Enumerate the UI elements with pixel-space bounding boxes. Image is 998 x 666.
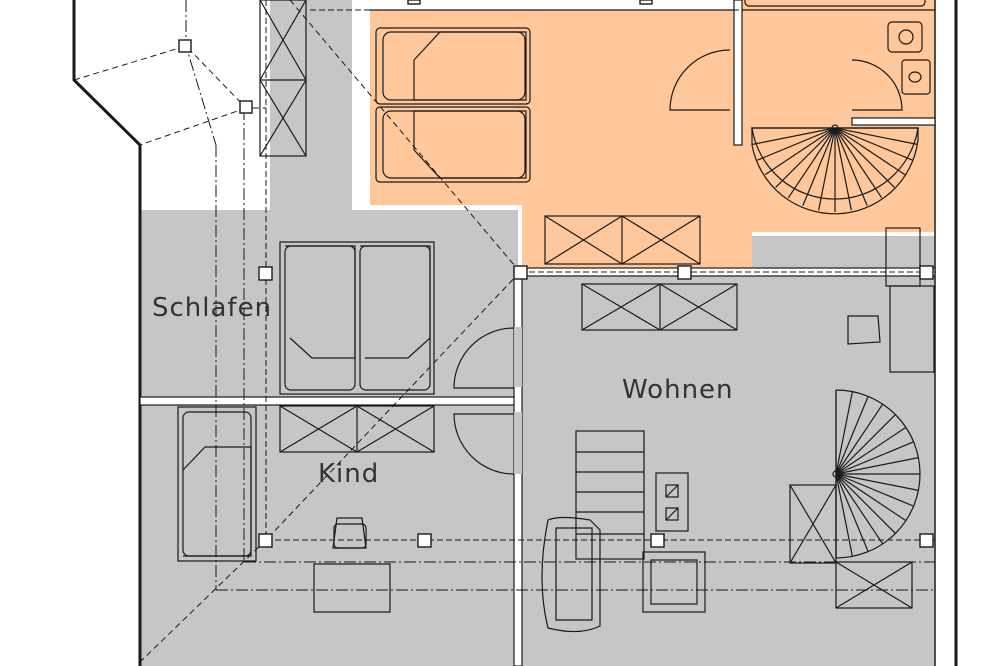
stair-tread (834, 127, 895, 188)
stair-tread (835, 473, 853, 557)
double-bed-orange (375, 27, 531, 183)
stair-tread (835, 403, 884, 475)
spiral-stair-upper (751, 124, 919, 215)
wall-bedroom-stair (733, 0, 743, 146)
stair-tread (835, 426, 907, 475)
bathtub-top (744, 0, 926, 7)
stair-tread (835, 396, 869, 475)
gray-areas (140, 0, 935, 666)
room-label-schlafen: Schlafen (152, 293, 272, 323)
gray-area-main (140, 0, 935, 666)
stair-tread (834, 127, 906, 176)
wall-bath-bottom (851, 117, 936, 126)
small-chair-wohnen (847, 315, 881, 345)
orange-area-bedroom (370, 10, 752, 268)
room-label-kind: Kind (318, 459, 379, 489)
sink (901, 59, 931, 95)
wardrobe-orange (544, 215, 701, 265)
stair-tread (834, 127, 852, 211)
table-wohnen (642, 551, 706, 613)
room-label-wohnen: Wohnen (622, 375, 734, 405)
stair-tread (775, 127, 836, 188)
outer-walls (72, 0, 958, 666)
stair-tread (835, 473, 884, 545)
straight-stair (575, 430, 645, 560)
stair-tread (757, 127, 836, 161)
shelf-wohnen (885, 227, 935, 373)
bath-fixtures (744, 0, 931, 95)
stair-tread (787, 127, 836, 199)
stair-tread (835, 441, 914, 475)
desk-kind (313, 517, 391, 613)
stair-tread (835, 473, 896, 534)
door-swing-bath (851, 59, 903, 111)
cabinet-lower-right (789, 484, 913, 609)
stair-tread (835, 457, 919, 475)
stove (655, 472, 689, 532)
stair-tread (802, 127, 836, 206)
stair-tread (835, 473, 914, 507)
stair-tread (835, 473, 907, 522)
armchair (541, 516, 601, 633)
stair-tread (834, 127, 883, 199)
spiral-stair-lower (832, 389, 921, 559)
wardrobe-wohnen (581, 283, 738, 331)
doors (453, 49, 903, 475)
door-swing-kind (453, 413, 515, 475)
single-bed-kind (177, 406, 257, 562)
stair-tread (752, 127, 836, 145)
double-bed-schlafen (279, 241, 435, 395)
toilet (887, 21, 923, 53)
door-swing-bedroom (669, 49, 731, 111)
stair-tread (835, 414, 896, 475)
wall-left-bay (72, 0, 142, 666)
stair-tread (834, 127, 868, 206)
door-opening-wohnen-lower (514, 412, 522, 474)
door-openings (514, 327, 522, 474)
stair-tread (834, 127, 913, 161)
stair-tread (818, 127, 836, 211)
stair-tread (835, 391, 853, 475)
shaft-upper-left (259, 0, 307, 157)
wardrobe-schlafen (279, 405, 435, 453)
stair-tread (835, 473, 919, 491)
stair-tread (835, 473, 869, 552)
stair-tread (834, 127, 918, 145)
stair-tread (764, 127, 836, 176)
door-opening-wohnen-upper (514, 327, 522, 387)
column-markers (178, 0, 934, 548)
door-swing-schlafen (453, 327, 515, 389)
wall-schlafen-kind (139, 396, 519, 406)
